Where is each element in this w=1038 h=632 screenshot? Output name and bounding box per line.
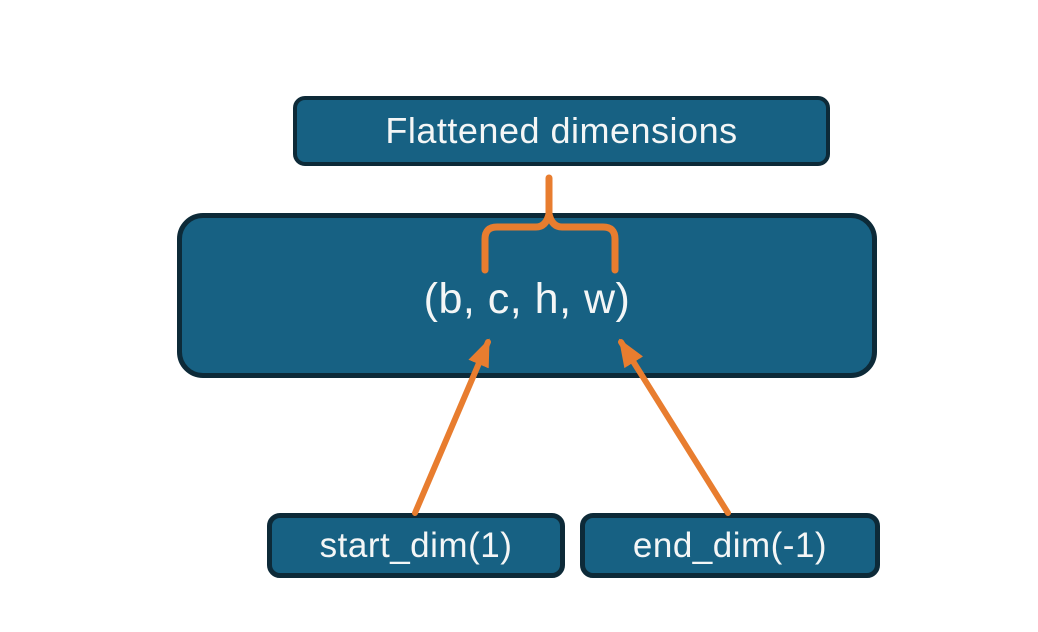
- node-flattened-dimensions: Flattened dimensions: [293, 96, 830, 166]
- end-dim-label: end_dim(-1): [632, 525, 828, 565]
- tensor-shape-label: (b, c, h, w): [423, 275, 631, 323]
- node-end-dim: end_dim(-1): [580, 513, 880, 578]
- node-start-dim: start_dim(1): [267, 513, 565, 578]
- flattened-dimensions-label: Flattened dimensions: [385, 110, 738, 151]
- node-tensor-shape: (b, c, h, w): [177, 213, 877, 378]
- start-dim-label: start_dim(1): [319, 525, 513, 565]
